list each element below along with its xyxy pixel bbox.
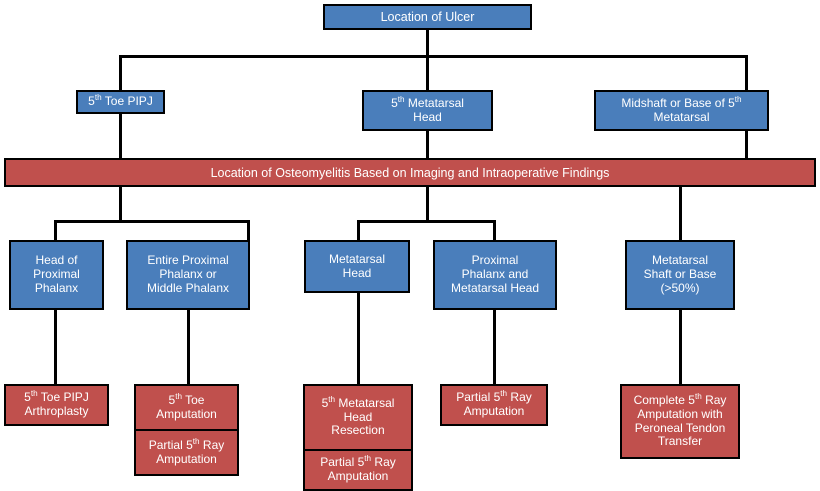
connector-osteo-2-to-proc-2 [187, 310, 190, 384]
banner-location-of-osteomyelitis[interactable]: Location of Osteomyelitis Based on Imagi… [4, 158, 816, 187]
connector-level1-bus [119, 55, 748, 58]
node-location-of-ulcer[interactable]: Location of Ulcer [323, 4, 532, 30]
connector-osteo-4-to-proc-4 [493, 310, 496, 384]
connector-to-site-1 [119, 55, 122, 90]
node-label: Location of Ulcer [380, 9, 475, 24]
connector-to-osteo-2 [247, 220, 250, 240]
node-label: 5th Toe PIPJ [88, 93, 153, 109]
connector-site-3-to-banner [745, 131, 748, 158]
connector-to-site-2 [426, 55, 429, 90]
connector-bus-left [54, 220, 250, 223]
connector-to-osteo-1 [54, 220, 57, 240]
connector-banner-stem-left [119, 187, 122, 220]
connector-to-osteo-4 [493, 220, 496, 240]
connector-banner-stem-middle [426, 187, 429, 220]
connector-root-stem [426, 30, 429, 55]
connector-osteo-3-to-proc-3 [357, 293, 360, 384]
node-ulcer-site-5th-toe-pipj[interactable]: 5th Toe PIPJ [76, 90, 165, 114]
connector-osteo-1-to-proc-1 [54, 310, 57, 384]
connector-to-osteo-3 [357, 220, 360, 240]
connector-banner-stem-right [679, 187, 682, 240]
connector-to-site-3 [745, 55, 748, 90]
connector-site-2-to-banner [426, 131, 429, 158]
banner-label: Location of Osteomyelitis Based on Imagi… [210, 165, 610, 180]
connector-bus-middle [357, 220, 496, 223]
connector-site-1-to-banner [119, 114, 122, 158]
connector-osteo-5-to-proc-5 [679, 310, 682, 384]
